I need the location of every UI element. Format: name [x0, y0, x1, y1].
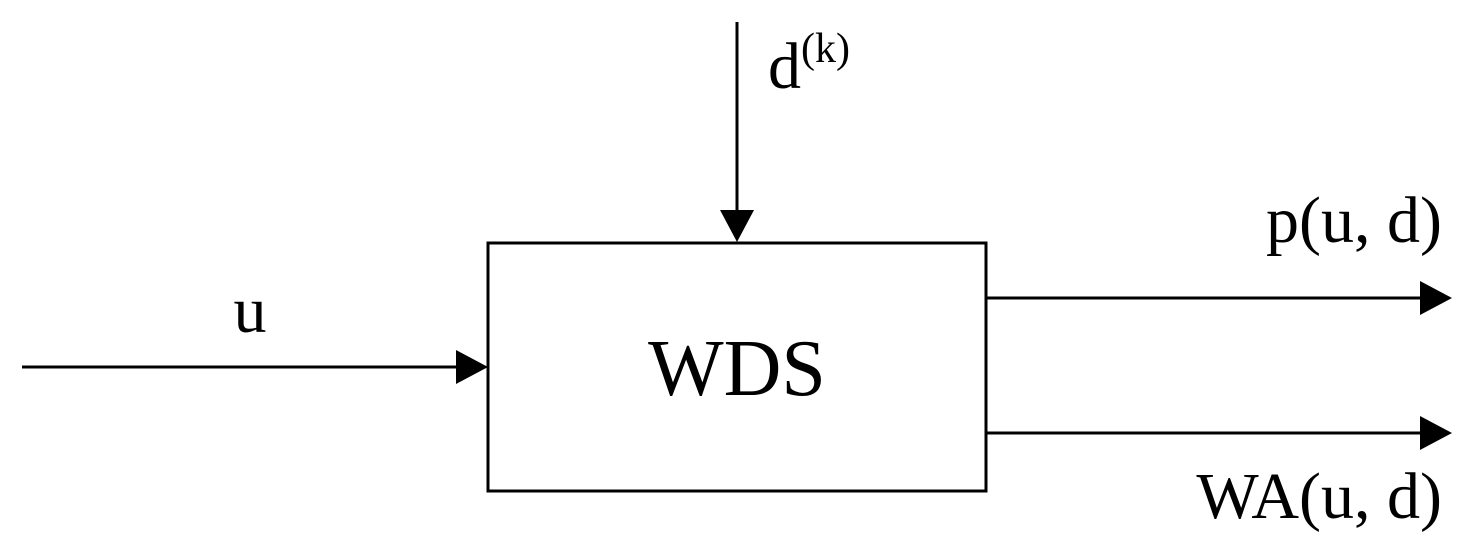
input-u-label: u	[234, 274, 267, 347]
wds-block-label: WDS	[648, 325, 826, 413]
disturbance-label-superscript: (k)	[801, 26, 850, 72]
output-water-age-label: WA(u, d)	[1196, 460, 1442, 533]
output-pressure-label: p(u, d)	[1266, 184, 1442, 257]
input-u-arrowhead	[456, 350, 488, 384]
disturbance-label-base: d	[768, 30, 801, 103]
disturbance-arrowhead	[720, 210, 754, 242]
output-pressure-arrowhead	[1420, 281, 1452, 315]
output-water-age-arrowhead	[1420, 416, 1452, 450]
disturbance-label: d(k)	[768, 26, 850, 103]
